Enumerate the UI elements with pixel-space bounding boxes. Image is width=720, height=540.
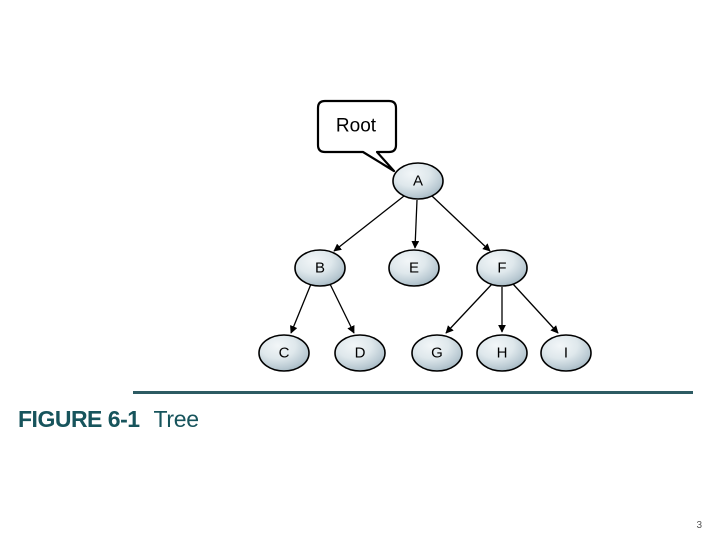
- callout-label: Root: [336, 116, 377, 137]
- caption-divider: [133, 391, 693, 394]
- edge-a-e: [411, 199, 420, 249]
- callout-bubble-shape: [316, 99, 398, 173]
- tree-node-g[interactable]: G: [411, 334, 463, 372]
- tree-node-b[interactable]: B: [294, 249, 346, 287]
- node-label-a: A: [413, 173, 423, 190]
- node-label-b: B: [315, 260, 325, 277]
- edge-b-c: [290, 283, 312, 334]
- tree-node-d[interactable]: D: [334, 334, 386, 372]
- node-label-d: D: [355, 345, 366, 362]
- caption-text: FIGURE 6-1 Tree: [18, 406, 199, 433]
- edge-b-d: [329, 283, 355, 334]
- node-ellipse: [388, 249, 440, 287]
- node-ellipse: [476, 334, 528, 372]
- tree-node-c[interactable]: C: [258, 334, 310, 372]
- caption-figure-number: FIGURE 6-1: [18, 406, 140, 432]
- node-ellipse: [411, 334, 463, 372]
- node-label-h: H: [497, 345, 508, 362]
- node-ellipse: [334, 334, 386, 372]
- tree-edges: [290, 195, 559, 334]
- node-label-c: C: [279, 345, 290, 362]
- edge-f-g: [445, 283, 493, 334]
- caption-title: Tree: [153, 406, 200, 432]
- node-ellipse: [258, 334, 310, 372]
- root-callout: Root: [316, 99, 398, 173]
- node-ellipse: [540, 334, 592, 372]
- page-number: 3: [696, 520, 702, 531]
- tree-node-h[interactable]: H: [476, 334, 528, 372]
- node-label-e: E: [409, 260, 419, 277]
- figure-caption: FIGURE 6-1 Tree: [0, 386, 720, 446]
- edge-f-i: [512, 283, 559, 334]
- node-label-f: F: [497, 260, 506, 277]
- tree-node-i[interactable]: I: [540, 334, 592, 372]
- edge-a-f: [431, 195, 491, 252]
- node-ellipse: [294, 249, 346, 287]
- node-label-g: G: [431, 345, 443, 362]
- node-ellipse: [476, 249, 528, 287]
- edge-a-b: [333, 195, 405, 252]
- tree-node-f[interactable]: F: [476, 249, 528, 287]
- tree-node-a[interactable]: A: [392, 162, 444, 200]
- node-ellipse: [392, 162, 444, 200]
- node-label-i: I: [564, 345, 568, 362]
- tree-node-e[interactable]: E: [388, 249, 440, 287]
